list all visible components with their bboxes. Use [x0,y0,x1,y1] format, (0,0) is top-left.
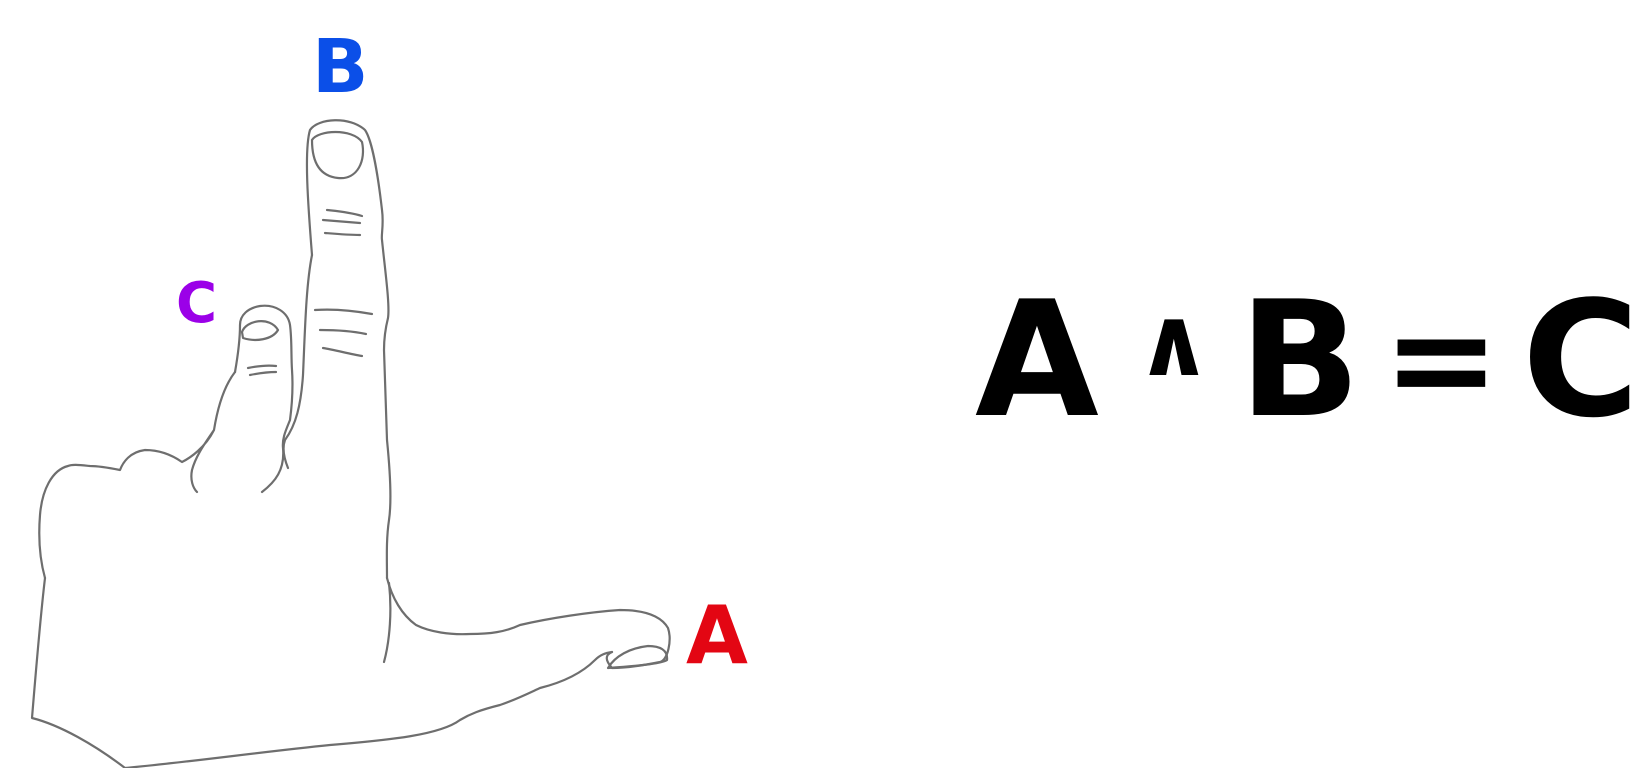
thumb-nail [606,644,669,670]
thumb-label: A [686,589,748,682]
index-finger-left-edge [282,253,314,470]
index-finger-label: B [312,24,369,110]
thumb-base-line [382,581,392,664]
index-finger-outline [305,119,392,580]
middle-nail [240,320,280,341]
index-knuckle-lines-top [321,208,364,237]
index-knuckle-lines-mid [313,308,374,358]
equation-result: C [1522,266,1640,453]
middle-finger-label: C [176,271,218,336]
folded-fingers-outline [38,370,237,580]
logic-equation: A ∧ B = C [975,278,1639,441]
equation-right-operand: B [1238,266,1361,453]
thumb-outline [385,576,671,670]
equation-and-operator: ∧ [1134,286,1213,398]
palm-outline [30,576,614,768]
equation-left-operand: A [975,266,1099,453]
middle-finger-outline [233,304,294,494]
middle-knuckle-lines [246,364,278,377]
equation-equals-sign: = [1382,278,1501,441]
index-nail [310,130,365,180]
